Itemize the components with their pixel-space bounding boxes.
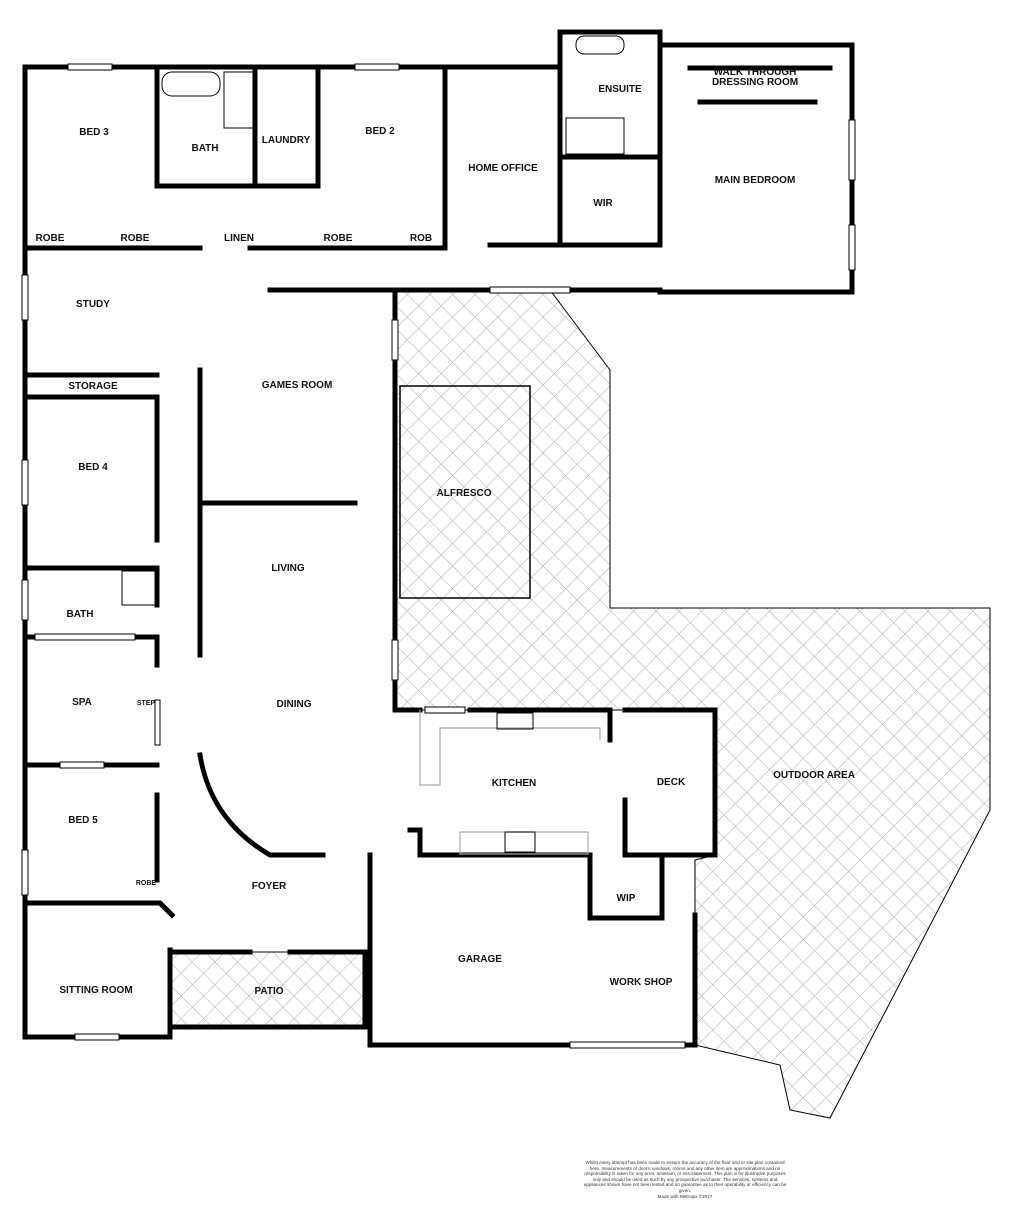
label-dressing-2: DRESSING ROOM	[712, 77, 798, 88]
label-dining: DINING	[277, 699, 312, 710]
label-robe-1: ROBE	[36, 233, 65, 244]
label-bed2: BED 2	[365, 126, 395, 137]
label-spa: SPA	[72, 697, 92, 708]
windows	[21, 63, 856, 1049]
label-storage: STORAGE	[68, 381, 118, 392]
label-linen: LINEN	[224, 233, 254, 244]
label-sitting-room: SITTING ROOM	[59, 985, 132, 996]
label-games-room: GAMES ROOM	[262, 380, 333, 391]
label-deck: DECK	[657, 777, 686, 788]
disclaimer: Whilst every attempt has been made to en…	[582, 1160, 788, 1199]
label-robe-2: ROBE	[121, 233, 150, 244]
label-bath-2: BATH	[66, 609, 93, 620]
label-patio: PATIO	[254, 986, 283, 997]
label-study: STUDY	[76, 299, 110, 310]
label-step: STEP	[137, 700, 156, 707]
label-ensuite: ENSUITE	[598, 84, 642, 95]
room-labels: BED 3 BATH LAUNDRY BED 2 HOME OFFICE ENS…	[36, 67, 855, 997]
label-wip: WIP	[617, 893, 636, 904]
label-work-shop: WORK SHOP	[610, 977, 673, 988]
label-robe-5: ROBE	[136, 880, 157, 887]
disclaimer-text: Whilst every attempt has been made to en…	[583, 1160, 787, 1193]
label-main-bedroom: MAIN BEDROOM	[715, 175, 796, 186]
label-rob: ROB	[410, 233, 432, 244]
kitchen-benches	[419, 710, 601, 855]
label-bed5: BED 5	[68, 815, 98, 826]
label-bed3: BED 3	[79, 127, 109, 138]
alfresco-area	[399, 385, 531, 599]
label-garage: GARAGE	[458, 954, 502, 965]
label-outdoor-area: OUTDOOR AREA	[773, 770, 855, 781]
label-laundry: LAUNDRY	[262, 135, 311, 146]
label-robe-3: ROBE	[324, 233, 353, 244]
bathroom-fixtures	[121, 35, 625, 606]
label-dressing-1: WALK THROUGH	[714, 67, 797, 78]
label-alfresco: ALFRESCO	[437, 488, 492, 499]
label-bath: BATH	[191, 143, 218, 154]
label-home-office: HOME OFFICE	[468, 163, 538, 174]
credit-text: Made with Metropix ©2017	[657, 1193, 713, 1199]
label-living: LIVING	[271, 563, 305, 574]
label-kitchen: KITCHEN	[492, 778, 536, 789]
label-foyer: FOYER	[252, 881, 287, 892]
walls	[22, 29, 855, 1048]
label-wir: WIR	[593, 198, 613, 209]
label-bed4: BED 4	[78, 462, 108, 473]
